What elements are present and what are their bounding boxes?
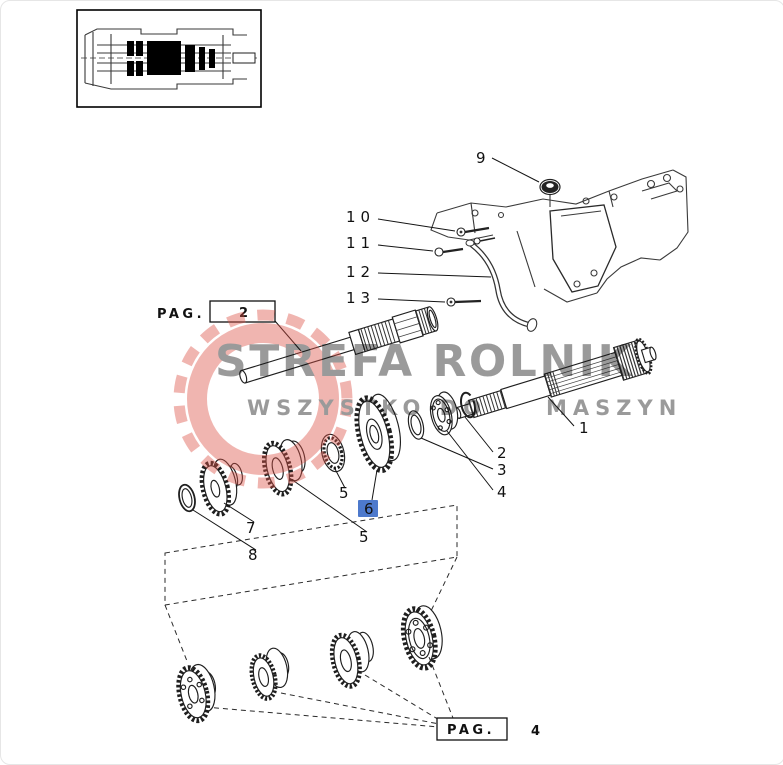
- callout-5a: 5: [339, 484, 349, 502]
- bottom-synchro-part-c: [329, 631, 374, 689]
- synchro-drum-part: [261, 439, 306, 497]
- watermark-title: STREFA ROLNIK: [215, 336, 634, 387]
- oil-pipe-drawing: [465, 239, 538, 332]
- ring-part-8: [178, 483, 196, 513]
- grommet-part-9: [539, 178, 561, 196]
- watermark-subtitle-right: MASZYN: [546, 396, 682, 420]
- bottom-gear-part-a: [176, 663, 217, 724]
- callout-1: 1: [579, 419, 589, 437]
- bottom-coupling-part-b: [249, 647, 290, 701]
- page-ref-top-number: 2: [239, 306, 252, 321]
- dashed-leaders-to-pag4: [204, 656, 454, 728]
- main-shaft-drawing: [454, 337, 657, 420]
- callout-11: 11: [346, 234, 375, 252]
- callout-leader-lines: [192, 157, 575, 551]
- callout-3: 3: [497, 461, 507, 479]
- gear-part-7: [199, 458, 243, 517]
- callout-8: 8: [248, 546, 258, 564]
- page-ref-bottom: PAG. 4: [436, 717, 544, 741]
- transmission-thumbnail-inset: [76, 9, 262, 108]
- page-ref-top-box: [209, 300, 276, 323]
- detail-plane-outline: [164, 504, 458, 662]
- callout-9: 9: [476, 149, 486, 167]
- page-ref-bottom-number: 4: [531, 724, 544, 739]
- callout-6: 6: [364, 500, 374, 518]
- bolts-drawing: [434, 226, 496, 307]
- input-shaft-drawing: [239, 306, 439, 384]
- watermark-gear-icon: [173, 309, 353, 489]
- gear-part-6: [354, 393, 401, 474]
- bottom-gear-part-d: [400, 605, 443, 671]
- callout-12: 12: [346, 263, 375, 281]
- page-ref-top: PAG. 2: [157, 300, 276, 323]
- page-ref-top-label: PAG.: [157, 307, 205, 322]
- snap-ring-part-2: [460, 391, 476, 419]
- callout-5b: 5: [359, 528, 369, 546]
- watermark-gear-ring: [187, 323, 339, 475]
- callout-6-highlight: [358, 500, 378, 517]
- gear-part-4: [429, 391, 459, 436]
- page-ref-bottom-box: [436, 717, 508, 741]
- watermark: STREFA ROLNIK WSZYSTKO DO MASZYN: [173, 309, 682, 489]
- callout-10: 10: [346, 208, 375, 226]
- watermark-subtitle-left: WSZYSTKO DO: [247, 396, 487, 420]
- callout-4: 4: [497, 483, 507, 501]
- washer-part-3: [407, 410, 425, 440]
- bearing-part-5: [320, 433, 346, 473]
- page-ref-bottom-label: PAG.: [447, 723, 495, 738]
- callout-2: 2: [497, 444, 507, 462]
- housing-frame-drawing: [430, 169, 689, 303]
- callout-13: 13: [346, 289, 375, 307]
- callout-7: 7: [246, 519, 256, 537]
